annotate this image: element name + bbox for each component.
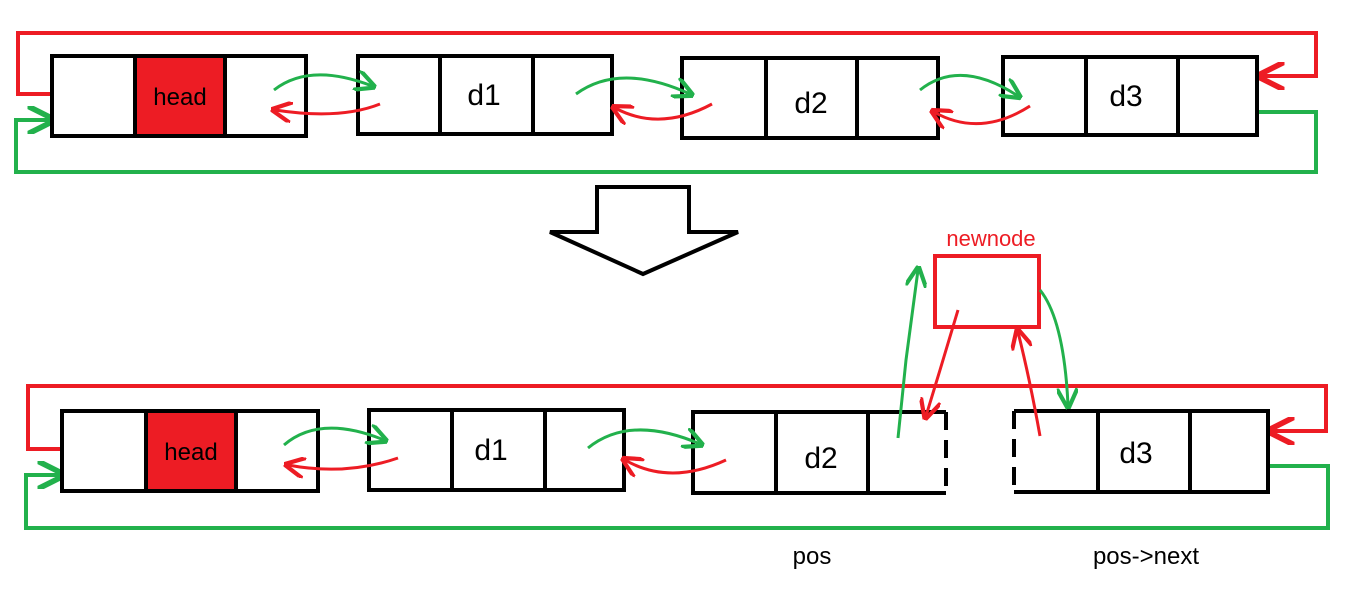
next-link xyxy=(587,430,700,450)
node-label: d1 xyxy=(467,79,500,112)
circular-next-link-after xyxy=(24,466,1330,530)
list-after: head d1 d2 d3 newnode xyxy=(24,226,1330,570)
circular-prev-link-before xyxy=(16,31,1318,96)
node-head-after: head xyxy=(60,409,320,493)
node-label: d3 xyxy=(1119,437,1152,470)
next-link xyxy=(919,73,1018,96)
node-head-before: head xyxy=(50,54,308,138)
newnode: newnode xyxy=(933,226,1041,329)
node-label: d2 xyxy=(804,442,837,475)
pos-next-label: pos->next xyxy=(1093,543,1199,570)
node-label: d2 xyxy=(794,87,827,120)
newnode-next-to-d3-link xyxy=(1038,289,1068,405)
prev-link xyxy=(275,104,381,114)
prev-link xyxy=(625,460,727,473)
node-label: head xyxy=(164,439,217,466)
node-label: d3 xyxy=(1109,80,1142,113)
prev-link xyxy=(615,102,713,119)
node-d1-after: d1 xyxy=(367,408,626,492)
newnode-label: newnode xyxy=(946,226,1035,251)
next-link xyxy=(283,428,384,447)
prev-link xyxy=(288,458,399,469)
circular-next-link-before xyxy=(14,112,1318,174)
node-label: d1 xyxy=(474,434,507,467)
d3-prev-to-newnode-link xyxy=(1018,332,1042,437)
pos-next-to-newnode-link xyxy=(896,270,918,439)
prev-link xyxy=(934,104,1031,124)
newnode-prev-to-pos-link xyxy=(926,309,960,416)
node-d1-before: d1 xyxy=(356,54,614,136)
node-d2-before: d2 xyxy=(680,56,940,140)
next-link xyxy=(273,75,372,90)
node-label: head xyxy=(153,84,206,111)
node-d3-before: d3 xyxy=(1001,55,1259,137)
down-arrow-outline-icon xyxy=(549,185,739,277)
node-d3-after: d3 xyxy=(1012,409,1270,494)
circular-prev-link-after xyxy=(26,384,1328,451)
node-d2-after: d2 xyxy=(691,410,948,495)
pos-label: pos xyxy=(793,543,832,570)
list-before: head d1 d2 d3 xyxy=(14,31,1318,174)
next-link xyxy=(575,76,690,94)
